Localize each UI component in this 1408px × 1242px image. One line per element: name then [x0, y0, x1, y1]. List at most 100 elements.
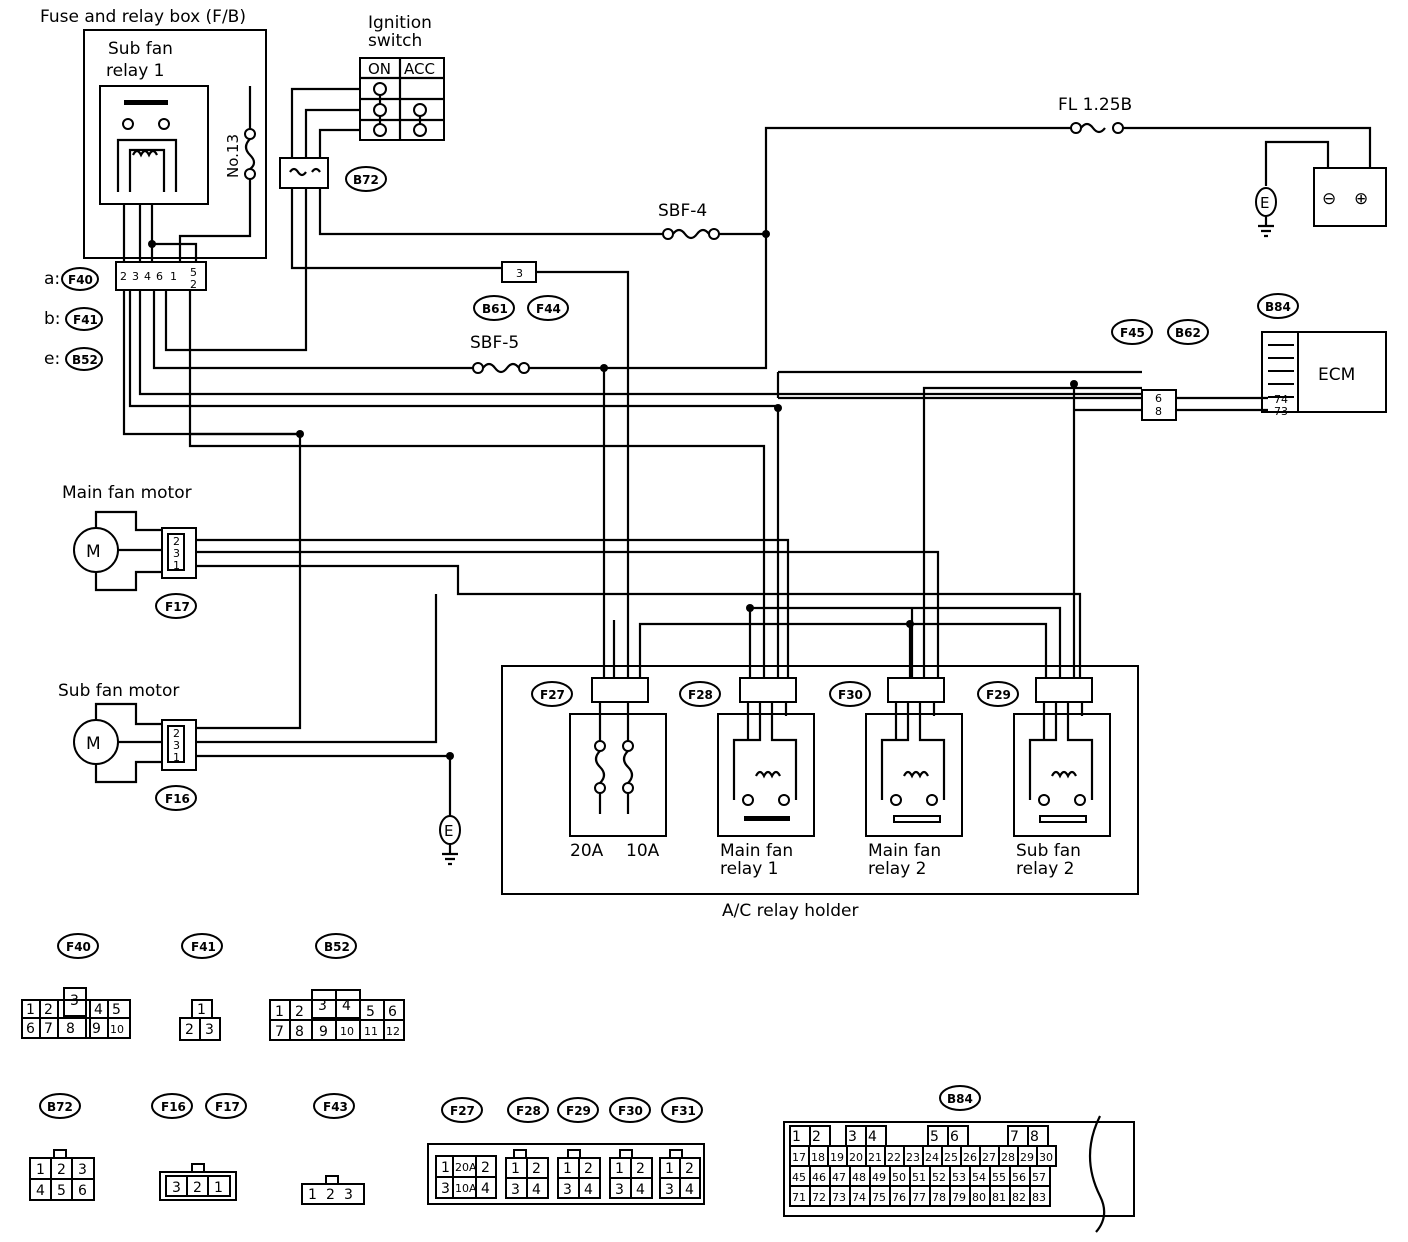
sub-fan-relay2-coil [1051, 770, 1077, 779]
b72-body [279, 157, 329, 189]
b84-pin-label: 30 [1039, 1151, 1053, 1164]
legend-pin: 2 [636, 1161, 645, 1177]
pin-label: 3 [173, 739, 180, 752]
battery-wires [1123, 126, 1372, 186]
tag-b52 [65, 347, 103, 371]
fuse-terminal [244, 128, 256, 140]
b84-pin-label: 81 [992, 1191, 1006, 1204]
sub-fan-relay1-contact [124, 100, 168, 105]
main-fan-relay2-frame [880, 702, 946, 800]
f28-connector [739, 677, 797, 703]
connector-tag: F17 [215, 1100, 240, 1114]
ign-contact [373, 123, 387, 137]
legend-pin: 8 [295, 1024, 304, 1040]
f30-connector [887, 677, 945, 703]
ignition-label-1: Ignition [368, 13, 432, 33]
junction-dot [746, 604, 754, 612]
sub-fan-relay1-label-2: relay 1 [106, 61, 165, 81]
relay-terminal [122, 118, 134, 130]
legend-grid [660, 1158, 700, 1198]
legend-grid [186, 1176, 209, 1196]
fuse-10a-label: 10A [626, 841, 660, 861]
legend-pin: 2 [326, 1187, 335, 1203]
b84-pin-label: 17 [792, 1151, 806, 1164]
prefix-e: e: [44, 349, 60, 369]
relay-contact [744, 816, 790, 821]
connector-tag: B84 [1265, 300, 1291, 314]
connector-tag: F43 [323, 1100, 348, 1114]
legend-latch [619, 1149, 633, 1159]
legend-pin: 20A [455, 1161, 477, 1174]
pin-label: 4 [144, 270, 151, 283]
b84-pin-label: 3 [848, 1129, 857, 1145]
connector-tag: F29 [986, 688, 1011, 702]
motor-symbol: M [86, 542, 101, 562]
legend-cell [63, 987, 87, 1017]
junction-dot [906, 620, 914, 628]
b84-pin-label: 51 [912, 1171, 926, 1184]
pin-label: 8 [1155, 405, 1162, 418]
legend-b72: 1 2 3 4 5 6 [29, 1149, 95, 1201]
tag-b61 [473, 295, 515, 321]
f45-b62-connector: F45 B62 6 8 [1111, 319, 1209, 421]
wire-f45-top [776, 370, 1142, 398]
legend-pin: 1 [441, 1160, 450, 1176]
main-fan-relay2-coil [903, 770, 929, 779]
ign-on: ON [368, 60, 391, 78]
ignition-label-2: switch [368, 31, 422, 51]
main-fan-relay1-body [717, 713, 815, 837]
legend-grid [22, 1000, 130, 1038]
b84-pin-label: 27 [982, 1151, 996, 1164]
wire-b61-f27 [536, 270, 630, 678]
fuse-terminal [244, 168, 256, 180]
ign-contact [373, 103, 387, 117]
legend-pin: 3 [563, 1182, 572, 1198]
wire-b72 [164, 188, 663, 352]
legend-pin: 6 [388, 1004, 397, 1020]
b61-f44-connector: 3 B61 F44 [473, 261, 569, 321]
legend-pin: 3 [78, 1162, 87, 1178]
tag-f16 [155, 785, 197, 811]
ground-symbol [442, 844, 458, 866]
main-fan-relay2-label-2: relay 2 [868, 859, 927, 879]
b84-pin-label: 25 [944, 1151, 958, 1164]
b84-pin-label: 28 [1001, 1151, 1015, 1164]
sbf5-label: SBF-5 [470, 333, 519, 353]
legend-latch [567, 1149, 581, 1159]
relay-terminal [926, 794, 938, 806]
fusible-link [1080, 122, 1106, 134]
pin-label: 6 [156, 270, 163, 283]
ground-label: E [444, 822, 453, 840]
legend-grid [436, 1156, 496, 1198]
legend-latch [53, 1149, 67, 1159]
fb-internal-wires [122, 86, 252, 262]
battery-body [1313, 167, 1387, 227]
legend-pin: 3 [511, 1182, 520, 1198]
legend-pin: 5 [112, 1002, 121, 1018]
legend-latch [191, 1163, 205, 1173]
pin-label: 73 [1274, 405, 1288, 418]
fuse-relay-box-label: Fuse and relay box (F/B) [40, 7, 246, 27]
sbf5-element [482, 362, 520, 374]
ground-sub-fan: E [439, 815, 461, 866]
connector-tag: F41 [191, 940, 216, 954]
legend-pin: 6 [26, 1021, 35, 1037]
sub-fan-relay2-label-1: Sub fan [1016, 841, 1081, 861]
connector-legend: F40 3 1 2 4 5 6 7 8 9 10 F41 1 2 3 [21, 933, 1135, 1233]
legend-pin: 2 [57, 1162, 66, 1178]
sub-fan-relay1-coil [132, 149, 158, 158]
legend-f16-f17: 3 2 1 [159, 1163, 237, 1201]
b84-pin-label: 73 [832, 1191, 846, 1204]
sub-fan-motor-label: Sub fan motor [58, 681, 179, 701]
pin-label: 2 [190, 278, 197, 291]
legend-pin: 1 [308, 1187, 317, 1203]
relay-terminal [1038, 794, 1050, 806]
b84-pin-label: 50 [892, 1171, 906, 1184]
ground-label: E [1260, 194, 1269, 212]
pin-label: 2 [173, 727, 180, 740]
pin-label: 3 [516, 267, 523, 280]
b84-pin-label: 49 [872, 1171, 886, 1184]
f27-fuse-block [569, 713, 667, 837]
